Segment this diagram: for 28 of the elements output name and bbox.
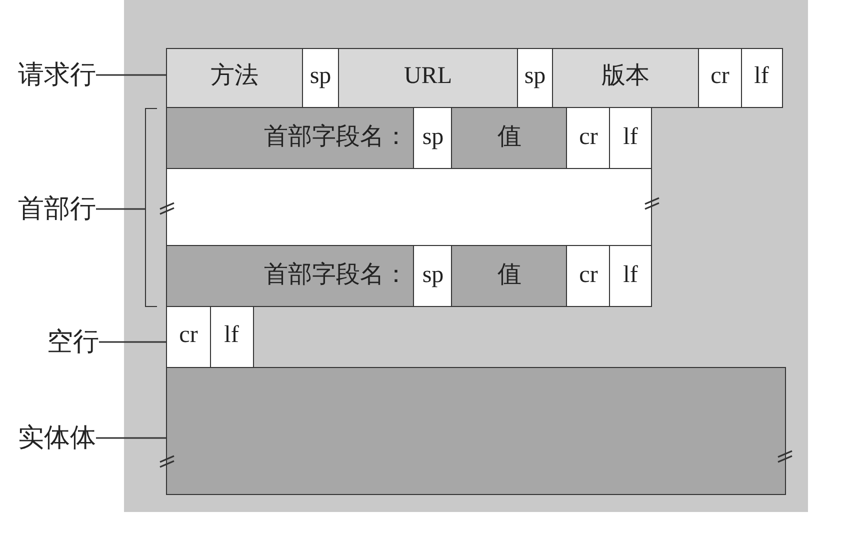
delimiter-field: cr xyxy=(566,107,611,169)
delimiter-field: sp xyxy=(413,245,453,307)
delimiter-field: lf xyxy=(740,48,782,108)
bracket xyxy=(145,108,157,307)
delimiter-field: cr xyxy=(166,306,212,368)
row-label: 实体体 xyxy=(18,422,96,454)
row-label: 空行 xyxy=(47,326,99,358)
delimiter-field: cr xyxy=(566,245,611,307)
delimiter-field: lf xyxy=(609,107,652,169)
delimiter-field: cr xyxy=(698,48,742,108)
leader-line xyxy=(96,437,166,439)
leader-line xyxy=(96,208,145,210)
message-row xyxy=(166,306,254,368)
row-label: 请求行 xyxy=(18,59,96,91)
header-field: 值 xyxy=(451,107,568,169)
leader-line xyxy=(96,74,166,76)
entity-body-box xyxy=(166,367,786,495)
omitted-lines-box xyxy=(166,168,652,247)
header-field: 首部字段名： xyxy=(166,245,415,307)
delimiter-field: sp xyxy=(516,48,554,108)
header-field: 值 xyxy=(451,245,568,307)
delimiter-field: sp xyxy=(413,107,453,169)
row-label: 首部行 xyxy=(18,193,96,225)
delimiter-field: lf xyxy=(210,306,254,368)
delimiter-field: lf xyxy=(609,245,652,307)
leader-line xyxy=(99,341,166,343)
delimiter-field: sp xyxy=(302,48,340,108)
header-field: 首部字段名： xyxy=(166,107,415,169)
